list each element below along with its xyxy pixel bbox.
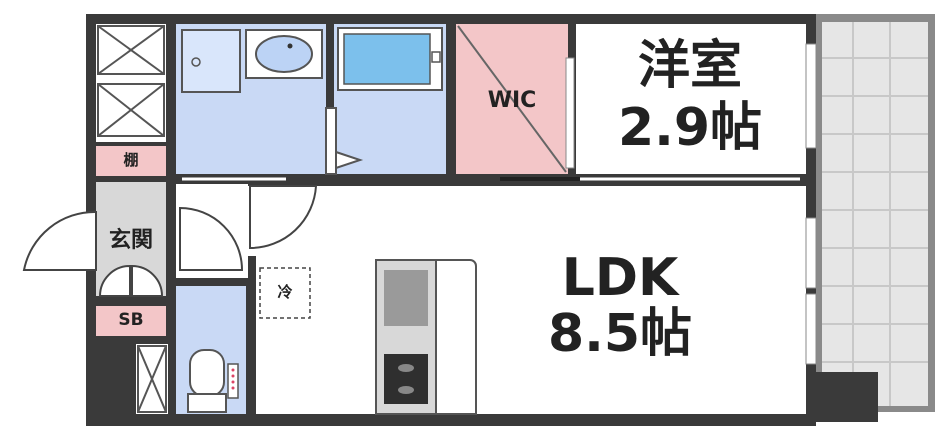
entrance-label: 玄関 xyxy=(108,228,153,253)
bathroom-door xyxy=(325,107,364,175)
wic-label: WIC xyxy=(487,88,537,113)
shower-pan xyxy=(181,29,241,93)
fridge-label: 冷 xyxy=(277,283,293,301)
western-room-size: 2.9帖 xyxy=(617,98,763,158)
western-room-name: 洋室 xyxy=(637,36,742,96)
kitchen-counter xyxy=(375,259,477,415)
ldk-name: LDK xyxy=(561,248,679,308)
bathtub xyxy=(337,27,443,91)
wash-basin xyxy=(245,29,323,79)
corridor-doors xyxy=(179,185,318,271)
shoebox-label: SB xyxy=(118,310,144,330)
wic-diagonal xyxy=(457,25,567,173)
fridge-space xyxy=(259,267,311,319)
balcony xyxy=(808,14,935,422)
entrance-door xyxy=(22,210,97,271)
shelf-label: 棚 xyxy=(123,151,139,169)
ldk-size: 8.5帖 xyxy=(547,304,693,364)
toilet xyxy=(187,349,239,413)
shoebox-door xyxy=(98,264,164,297)
storage-crosses xyxy=(97,25,167,413)
